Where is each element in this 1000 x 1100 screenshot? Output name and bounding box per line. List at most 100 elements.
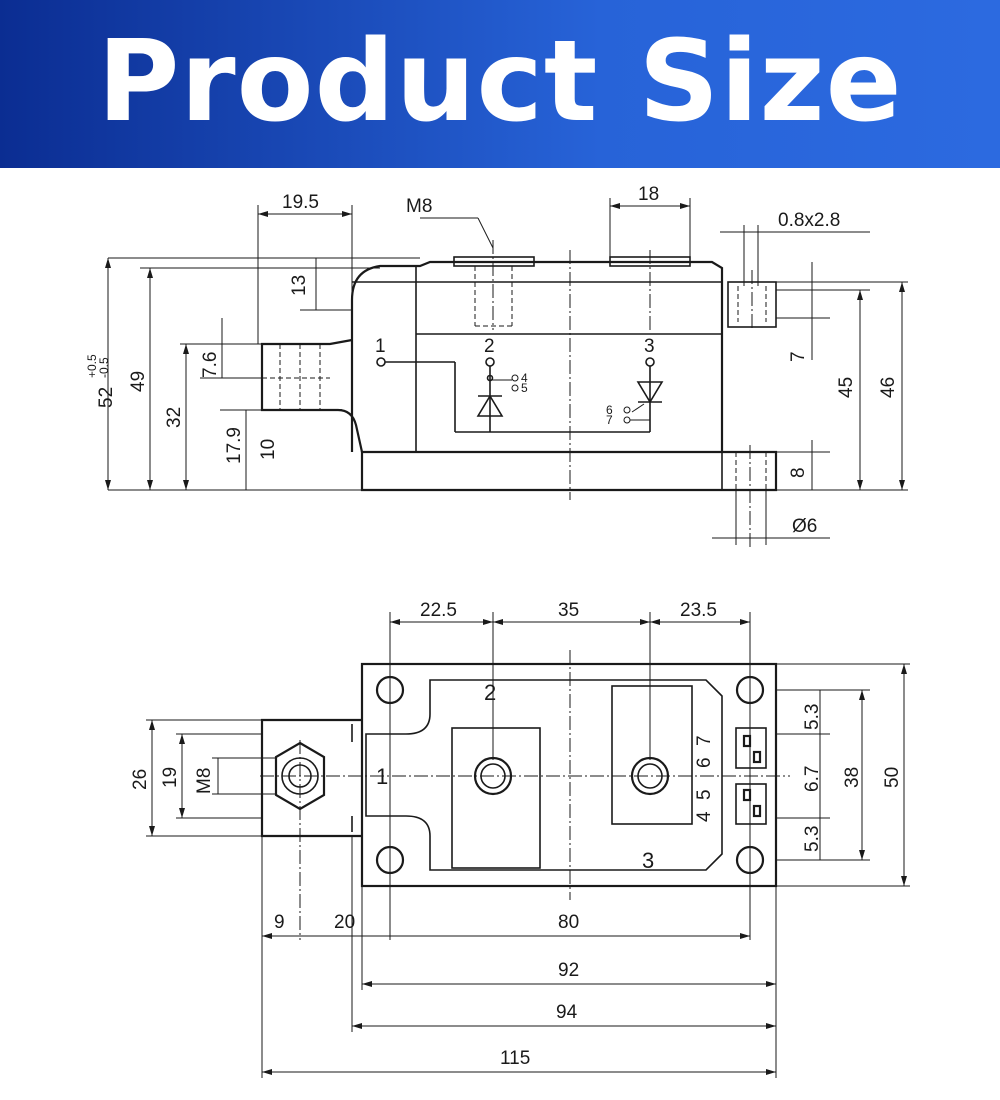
side-terminal-7: 7 xyxy=(606,413,613,427)
dimension-arrowheads xyxy=(105,203,907,1075)
side-dimension-lines xyxy=(107,198,908,545)
dimension-arrowhead xyxy=(859,690,865,700)
dimension-arrowhead xyxy=(147,268,153,278)
dim-5-3-top: 5.3 xyxy=(802,704,823,730)
dimension-arrowhead xyxy=(859,850,865,860)
dim-52-tol-plus: +0.5 xyxy=(85,354,99,378)
dim-52-tol-minus: -0.5 xyxy=(97,357,111,378)
dim-18: 18 xyxy=(638,184,659,205)
dim-32: 32 xyxy=(164,407,185,428)
top-view: 22.5 35 23.5 26 19 M8 5.3 6.7 5.3 38 50 … xyxy=(130,600,910,1078)
dim-17-9: 17.9 xyxy=(224,427,245,464)
side-hidden-lines xyxy=(262,266,767,490)
side-terminal-5: 5 xyxy=(521,381,528,395)
dimension-arrowhead xyxy=(342,211,352,217)
top-dimension-lines xyxy=(146,612,910,1078)
dim-23-5: 23.5 xyxy=(680,600,717,621)
dim-m8-side: M8 xyxy=(406,196,432,217)
top-dimension-labels: 22.5 35 23.5 26 19 M8 5.3 6.7 5.3 38 50 … xyxy=(130,600,903,1069)
dim-20: 20 xyxy=(334,912,355,933)
dimension-arrowhead xyxy=(352,1023,362,1029)
side-centerlines xyxy=(492,240,753,550)
page-title: Product Size xyxy=(97,17,903,147)
dimension-arrowhead xyxy=(766,1069,776,1075)
gate-label-4: 4 xyxy=(694,811,715,822)
dim-7-6: 7.6 xyxy=(200,352,221,378)
top-terminal-2: 2 xyxy=(484,680,496,705)
top-terminal-3: 3 xyxy=(642,848,654,873)
dimension-arrowhead xyxy=(390,619,400,625)
dimension-arrowhead xyxy=(740,933,750,939)
dimension-arrowhead xyxy=(258,211,268,217)
dimension-arrowhead xyxy=(857,480,863,490)
dim-dia-6: Ø6 xyxy=(792,516,817,537)
dim-46: 46 xyxy=(878,377,899,398)
dimension-arrowhead xyxy=(610,203,620,209)
dimension-arrowhead xyxy=(149,826,155,836)
dimension-arrowhead xyxy=(105,480,111,490)
dimension-arrowhead xyxy=(766,981,776,987)
dim-m8-top: M8 xyxy=(194,768,215,794)
dim-115: 115 xyxy=(500,1048,530,1069)
dimension-arrowhead xyxy=(766,1023,776,1029)
dimension-arrowhead xyxy=(899,282,905,292)
dimension-arrowhead xyxy=(262,1069,272,1075)
gate-label-6: 6 xyxy=(694,757,715,768)
gate-connectors xyxy=(735,727,767,825)
dimension-arrowhead xyxy=(640,619,650,625)
dim-19-5: 19.5 xyxy=(282,192,319,213)
side-schematic xyxy=(376,357,664,433)
dimension-arrowhead xyxy=(857,290,863,300)
header-banner: Product Size xyxy=(0,0,1000,168)
dimension-arrowhead xyxy=(680,203,690,209)
dimension-arrowhead xyxy=(901,876,907,886)
dimension-arrowhead xyxy=(901,664,907,674)
side-terminal-6: 6 xyxy=(606,403,613,417)
dim-10: 10 xyxy=(258,439,279,460)
dim-9: 9 xyxy=(274,912,285,933)
dim-35: 35 xyxy=(558,600,579,621)
dim-38: 38 xyxy=(842,767,863,788)
dimension-arrowhead xyxy=(493,619,503,625)
dim-19: 19 xyxy=(160,767,181,788)
side-terminal-2: 2 xyxy=(484,336,495,357)
dimension-arrowhead xyxy=(183,344,189,354)
dimension-arrowhead xyxy=(183,480,189,490)
dimension-arrowhead xyxy=(362,981,372,987)
dim-7: 7 xyxy=(788,351,809,362)
dim-50: 50 xyxy=(882,767,903,788)
dimension-arrowhead xyxy=(149,720,155,730)
top-centerlines xyxy=(260,650,790,940)
dim-80: 80 xyxy=(558,912,579,933)
dim-92: 92 xyxy=(558,960,579,981)
side-dimension-labels: 19.5 M8 18 0.8x2.8 13 52 +0.5 -0.5 49 32… xyxy=(85,184,899,537)
side-view: 19.5 M8 18 0.8x2.8 13 52 +0.5 -0.5 49 32… xyxy=(85,184,908,550)
top-terminal-1: 1 xyxy=(376,764,388,789)
side-terminal-3: 3 xyxy=(644,336,655,357)
dimension-arrowhead xyxy=(899,480,905,490)
side-terminal-4: 4 xyxy=(521,371,528,385)
dimension-arrowhead xyxy=(483,619,493,625)
dimension-arrowhead xyxy=(179,808,185,818)
side-terminal-1: 1 xyxy=(375,336,386,357)
dim-5-3-bottom: 5.3 xyxy=(802,826,823,852)
side-body-outline xyxy=(260,256,778,492)
dim-26: 26 xyxy=(130,769,151,790)
dimension-arrowhead xyxy=(262,933,272,939)
dimension-arrowhead xyxy=(650,619,660,625)
top-body-outline xyxy=(260,662,778,888)
dimension-arrowhead xyxy=(740,619,750,625)
dimension-arrowhead xyxy=(179,734,185,744)
dim-94: 94 xyxy=(556,1002,578,1023)
dim-45: 45 xyxy=(836,377,857,398)
dimension-arrowhead xyxy=(147,480,153,490)
gate-label-5: 5 xyxy=(694,789,715,800)
dim-6-7: 6.7 xyxy=(802,766,823,792)
dim-8: 8 xyxy=(788,467,809,478)
dim-13: 13 xyxy=(289,275,310,296)
dimension-arrowhead xyxy=(105,258,111,268)
dim-49: 49 xyxy=(128,371,149,392)
gate-label-7: 7 xyxy=(694,735,715,746)
dim-22-5: 22.5 xyxy=(420,600,457,621)
